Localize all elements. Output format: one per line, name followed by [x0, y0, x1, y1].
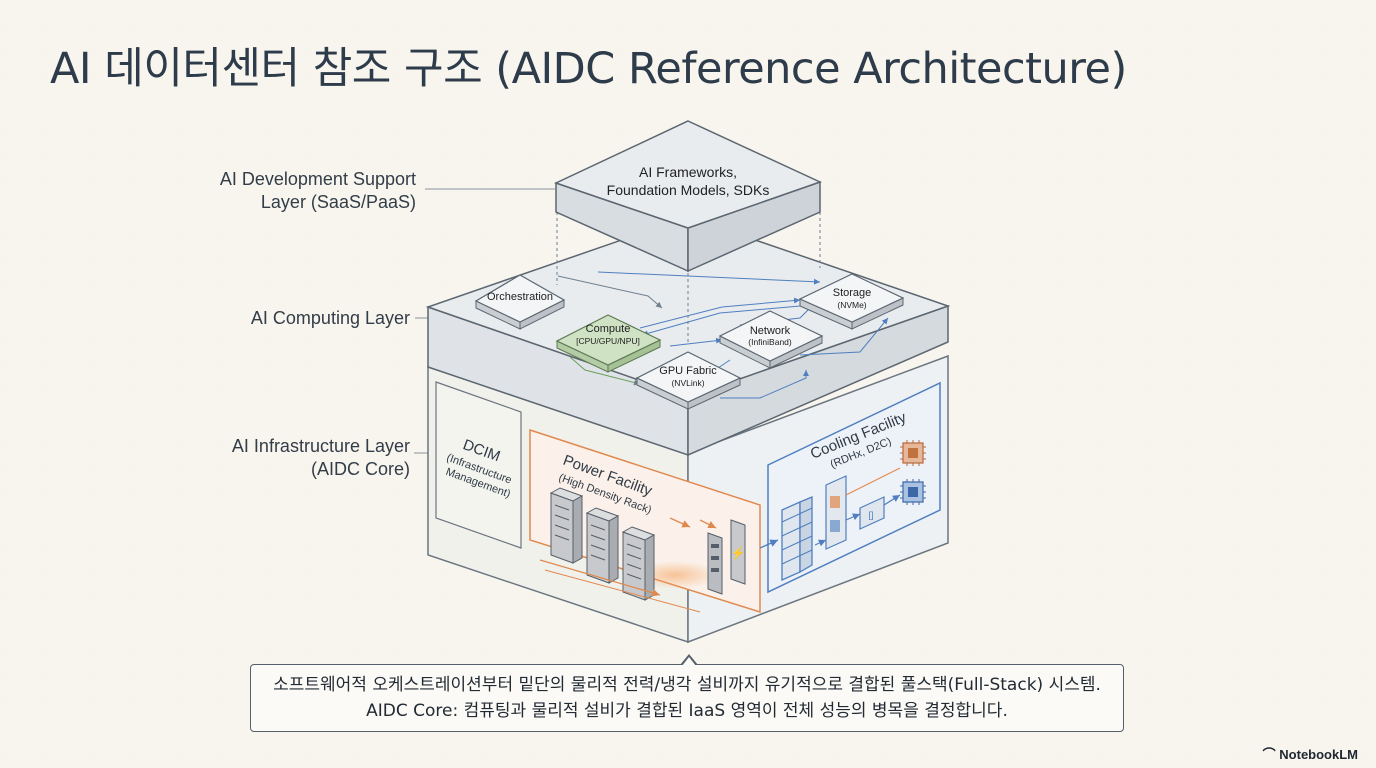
compute-sub: [CPU/GPU/NPU]: [576, 336, 640, 346]
brand-watermark: ⌒ NotebookLM: [1263, 744, 1358, 763]
power-supply-icon: ⚡: [730, 519, 746, 585]
orchestration-label: Orchestration: [487, 291, 553, 303]
page-title: AI 데이터센터 참조 구조 (AIDC Reference Architect…: [50, 44, 1127, 94]
dev-block-line2: Foundation Models, SDKs: [607, 182, 770, 198]
gpu-fabric-node: GPU Fabric (NVLink): [635, 351, 742, 410]
storage-compute-arrow: [641, 305, 801, 337]
orchestration-link: [557, 275, 663, 309]
power-to-cooling-arrow: [759, 539, 779, 549]
callout-line2: AIDC Core: 컴퓨팅과 물리적 설비가 결합된 IaaS 영역이 전체 …: [366, 701, 1008, 721]
computing-slab: Orchestration Compute [CPU/GPU/NPU] Stor…: [425, 216, 951, 457]
network-label: Network: [750, 325, 791, 337]
dev-support-slab: AI Frameworks, Foundation Models, SDKs: [554, 120, 822, 345]
gpu-fabric-sub: (NVLink): [671, 378, 704, 388]
coolant-arrow: [883, 494, 901, 506]
gpu-fabric-label: GPU Fabric: [659, 365, 717, 377]
network-node: Network (InfiniBand): [718, 310, 824, 369]
compute-network-arrow: [669, 337, 723, 347]
summary-callout: 소프트웨어적 오케스트레이션부터 밑단의 물리적 전력/냉각 설비까지 유기적으…: [250, 664, 1124, 732]
hot-loop-line: [845, 467, 901, 496]
compute-fabric-arrow: [569, 356, 641, 386]
notebooklm-logo-icon: ⌒: [1262, 747, 1280, 762]
cooled-chip-icon: [900, 479, 926, 505]
server-rack-icon: [549, 487, 584, 564]
network-sub: (InfiniBand): [748, 337, 792, 347]
storage-link: [597, 271, 821, 285]
server-rack-icon: [585, 507, 620, 584]
svg-text:⚡: ⚡: [731, 546, 746, 560]
dcim-panel: [435, 381, 522, 549]
compute-label: Compute: [586, 323, 631, 335]
callout-line1: 소프트웨어적 오케스트레이션부터 밑단의 물리적 전력/냉각 설비까지 유기적으…: [273, 675, 1101, 695]
infrastructure-block: DCIM (Infrastructure Management) Power F…: [427, 354, 949, 644]
coolant-arrow: [814, 539, 827, 547]
callout-pointer-inner: [682, 657, 696, 666]
svg-text:[]: []: [868, 510, 873, 520]
layer-label-computing: AI Computing Layer: [160, 307, 410, 330]
storage-label: Storage: [833, 287, 872, 299]
power-distribution-unit-icon: [707, 532, 723, 595]
layer-label-computing-line1: AI Computing Layer: [250, 308, 410, 328]
fabric-network-arrow: [720, 370, 809, 399]
compute-storage-arrow: [639, 297, 801, 329]
compute-node: Compute [CPU/GPU/NPU]: [555, 314, 662, 373]
power-flow-arrow: [699, 519, 717, 529]
coolant-arrow: [845, 513, 861, 521]
layer-label-dev: AI Development Support Layer (SaaS/PaaS): [170, 168, 416, 214]
layer-label-dev-line1: AI Development Support: [219, 169, 416, 189]
storage-sub: (NVMe): [837, 300, 866, 310]
power-flow-arrow: [539, 559, 661, 597]
dev-top-face: [554, 120, 822, 229]
dev-block-line1: AI Frameworks,: [639, 164, 737, 180]
orchestration-node: Orchestration: [474, 274, 566, 330]
storage-loop-arrow: [799, 317, 889, 356]
coolant-manifold-icon: [825, 475, 847, 550]
layer-label-dev-line2: Layer (SaaS/PaaS): [260, 192, 416, 212]
rdhx-radiator-icon: [781, 496, 813, 582]
brand-label: NotebookLM: [1279, 747, 1358, 762]
server-rack-icon: [621, 526, 656, 601]
hot-chip-icon: [900, 440, 926, 466]
cdu-pump-icon: []: [859, 496, 885, 530]
storage-node: Storage (NVMe): [798, 273, 905, 330]
power-flow-arrow: [669, 517, 691, 528]
layer-label-infra: AI Infrastructure Layer (AIDC Core): [170, 435, 410, 481]
layer-label-infra-line2: (AIDC Core): [310, 459, 410, 479]
power-flow-line: [544, 569, 701, 613]
layer-label-infra-line1: AI Infrastructure Layer: [231, 436, 410, 456]
